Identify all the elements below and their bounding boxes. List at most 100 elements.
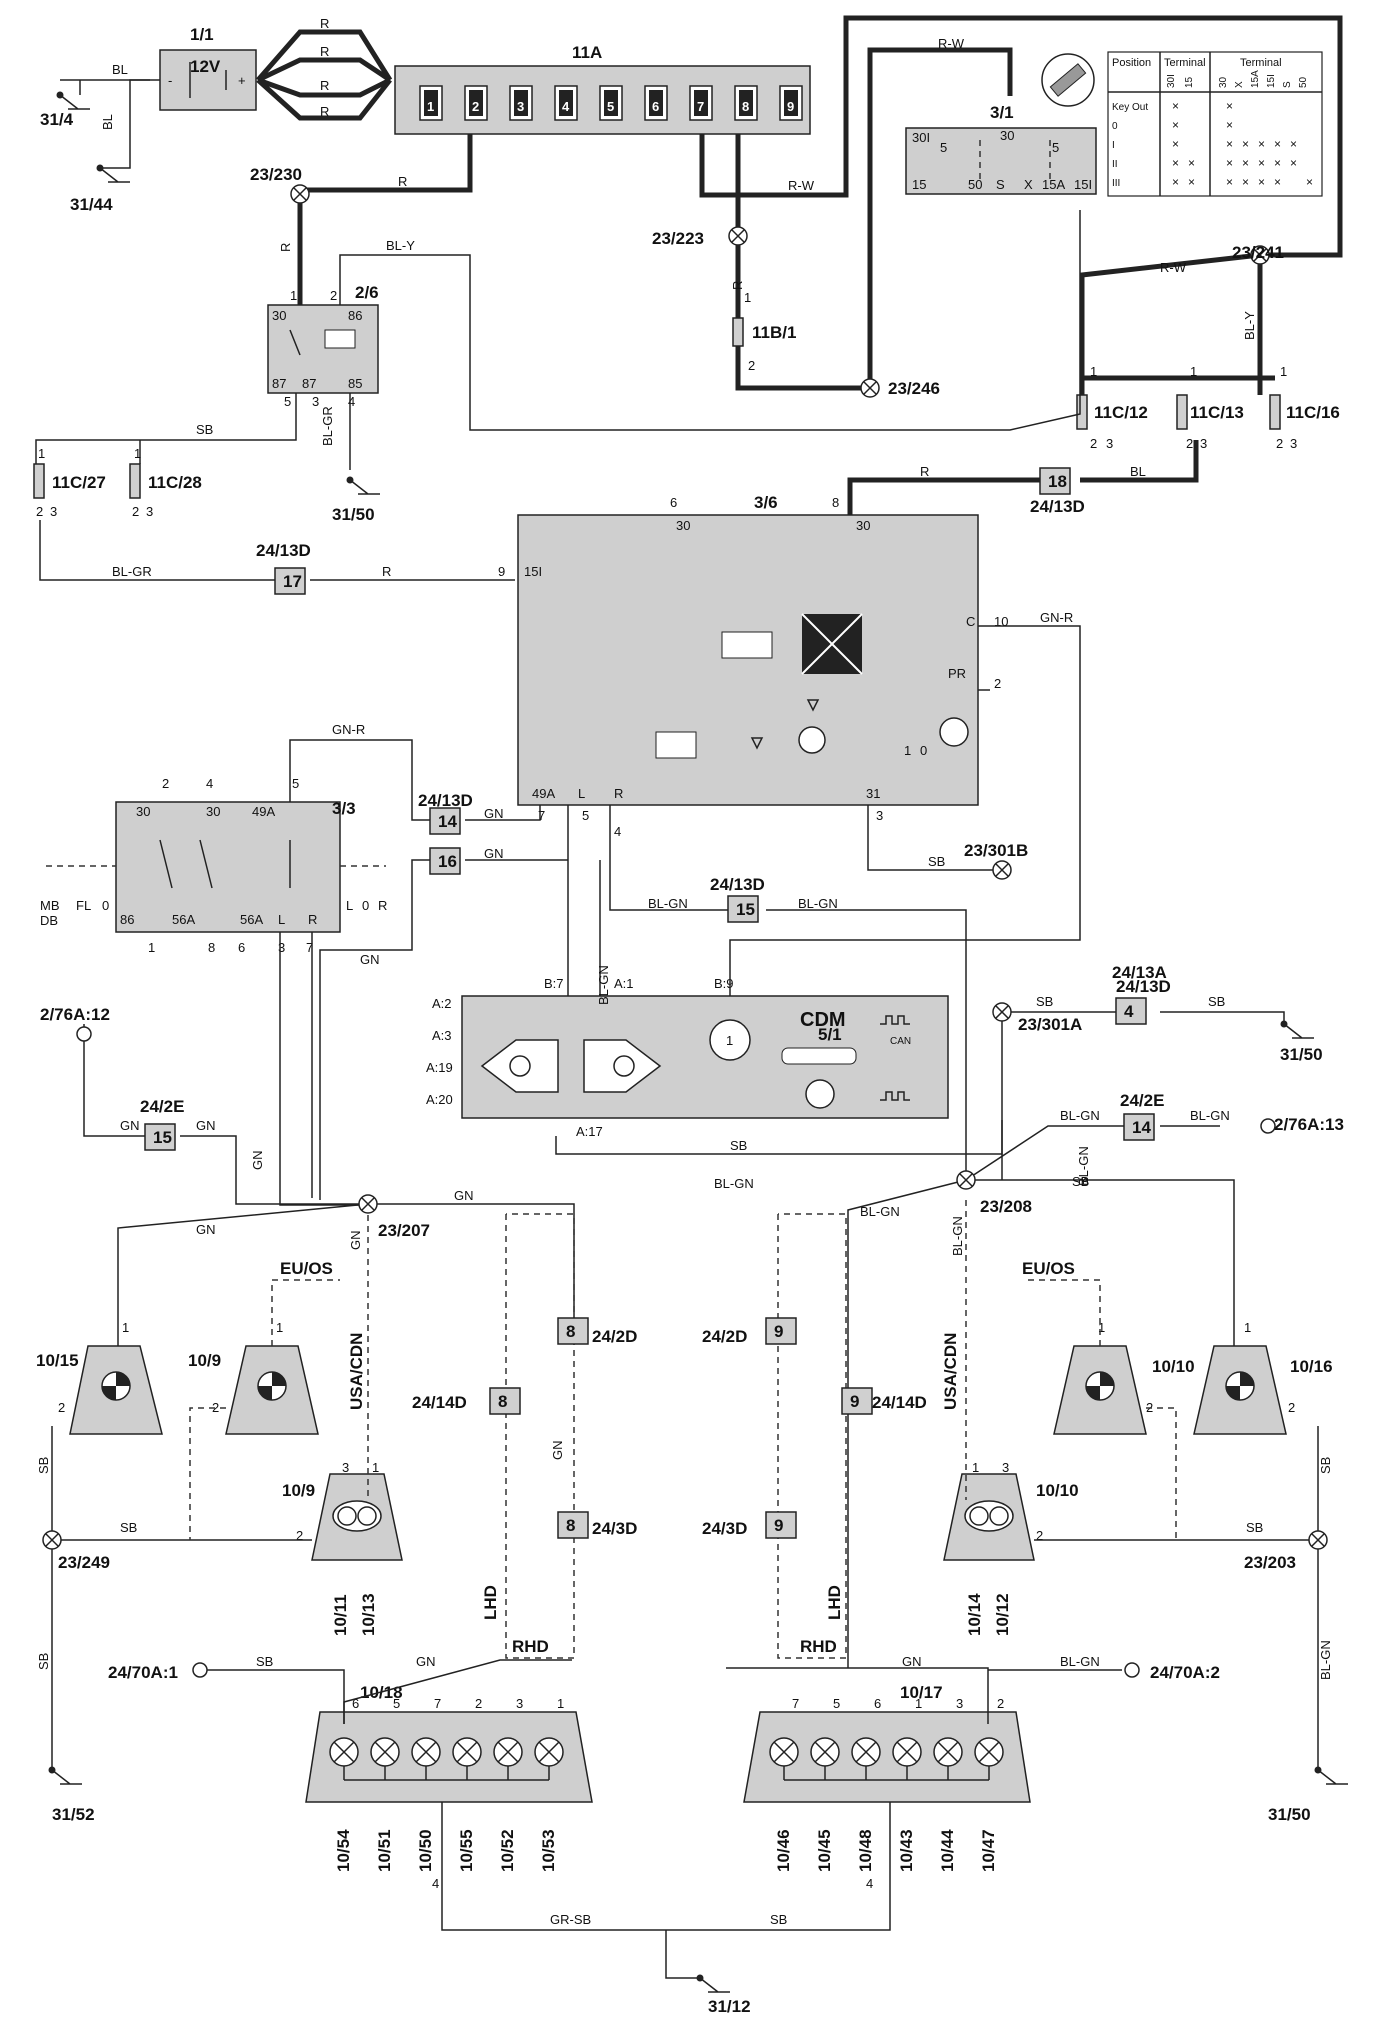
wire-color-label: GN	[484, 846, 504, 861]
wire-color-label: BL-GN	[1190, 1108, 1230, 1123]
rear-bulb-cross	[333, 1741, 355, 1763]
relay-pin-2: 2	[330, 288, 337, 303]
rear-bulb-icon	[810, 1737, 840, 1780]
relay-pin-30: 30	[272, 308, 286, 323]
fuse-11c-16: 11C/16	[1286, 403, 1340, 422]
connector-box	[841, 1387, 873, 1415]
ground-label: 31/12	[708, 1997, 751, 2016]
table-mark: ×	[1226, 137, 1233, 151]
fuse-pin-label: 2	[36, 504, 43, 519]
table-col-b: X	[1234, 81, 1245, 88]
rear-lamp-label: 10/50	[416, 1829, 435, 1872]
rear-bulb-icon	[892, 1737, 922, 1780]
lamp-10-9a: 10/9	[188, 1351, 221, 1370]
ignition-switch: 3/1 30I 30 5 5 15 50 S X 15A 15I	[905, 53, 1097, 195]
wire-color-label: R-W	[938, 36, 965, 51]
connector-box	[429, 807, 461, 835]
junction-label: 23/207	[378, 1221, 430, 1240]
wire-color-label: BL-GN	[596, 965, 611, 1005]
junction	[42, 1530, 62, 1550]
junction	[1308, 1530, 1328, 1550]
reference-terminal	[192, 1662, 208, 1678]
switch-side-db: DB	[40, 913, 58, 928]
connector-box-label: 18	[1048, 472, 1067, 491]
cdm-pin-b9: B:9	[714, 976, 734, 991]
lamp-pin: 3	[342, 1460, 349, 1475]
cdm-bus-icon	[781, 1047, 857, 1065]
rear-lamp-pin: 5	[833, 1696, 840, 1711]
fuse-number: 6	[652, 99, 659, 114]
cdm-can-label: CAN	[890, 1036, 911, 1047]
headlamp-icon	[257, 1371, 287, 1401]
table-mark: ×	[1242, 156, 1249, 170]
connector-box-label: 14	[1132, 1118, 1151, 1137]
rear-lamp-pin: 7	[792, 1696, 799, 1711]
table-mark: ×	[1188, 175, 1195, 189]
rear-lamp-right: 10/17 710/46510/45610/48110/43310/44210/…	[743, 1683, 1031, 1891]
ign-x: X	[1024, 177, 1033, 192]
connector-box	[1039, 467, 1071, 495]
junction-label: 23/249	[58, 1553, 110, 1572]
ign-50: 50	[968, 177, 982, 192]
rear-lamp-pin: 2	[997, 1696, 1004, 1711]
fuse-pin-label: 1	[1190, 364, 1197, 379]
reference-label: 24/2E	[1120, 1091, 1164, 1110]
lamp-pin: 2	[212, 1400, 219, 1415]
table-mark: ×	[1274, 137, 1281, 151]
lamp-pin: 2	[1036, 1528, 1043, 1543]
switch-pin-7: 7	[306, 940, 313, 955]
ground-symbol	[1314, 1766, 1348, 1785]
wire-color-label: GN	[348, 1231, 363, 1251]
rear-lamp-label: 10/52	[498, 1829, 517, 1872]
reference-label: 24/2D	[592, 1327, 637, 1346]
switch-pin-1: 1	[148, 940, 155, 955]
table-mark: ×	[1226, 99, 1233, 113]
ground-mark	[51, 1769, 82, 1785]
wire-color-label: GN	[902, 1654, 922, 1669]
rear-bulb-cross	[538, 1741, 560, 1763]
fuse-pin-label: 3	[146, 504, 153, 519]
module-pin-30b: 30	[856, 518, 870, 533]
cdm-name: CDM	[800, 1009, 846, 1031]
headlamp-icon	[101, 1371, 131, 1401]
table-col-b: 30	[1218, 76, 1229, 88]
connector-box-label: 4	[1124, 1002, 1134, 1021]
relay-pin-3: 3	[312, 394, 319, 409]
table-row-label: II	[1112, 159, 1118, 170]
connector-box-label: 15	[736, 900, 755, 919]
switch-side-0: 0	[102, 898, 109, 913]
wire-color-label: BL	[112, 62, 128, 77]
table-col-a: 30I	[1166, 74, 1177, 88]
cdm-pin-a19: A:19	[426, 1060, 453, 1075]
rear-bulb-icon	[974, 1737, 1004, 1780]
table-mark: ×	[1172, 156, 1179, 170]
rear-bulb-icon	[534, 1737, 564, 1780]
reference-terminal	[76, 1026, 92, 1042]
wire-color-label: SB	[1318, 1457, 1333, 1474]
rear-bulb-icon	[370, 1737, 400, 1780]
switch-pin-56a-a: 56A	[172, 912, 195, 927]
table-mark: ×	[1306, 175, 1313, 189]
ign-30i: 30I	[912, 130, 930, 145]
connector-box	[727, 895, 759, 923]
junction-cross	[959, 1173, 973, 1187]
table-col-a: 15	[1184, 76, 1195, 88]
fuses-11c: 11C/27 11C/28 11C/12 11C/13 11C/16 11B/1	[33, 317, 1340, 499]
reference-label: 24/13D	[710, 875, 765, 894]
battery-ground-wire	[60, 79, 160, 95]
rear-bulb-cross	[978, 1741, 1000, 1763]
junction	[860, 378, 880, 398]
wire-color-label: SB	[120, 1520, 137, 1535]
fuse-pin-label: 3	[50, 504, 57, 519]
lamp-pin: 3	[1002, 1460, 1009, 1475]
reference-label: 24/2E	[140, 1097, 184, 1116]
wire-color-label: BL	[1130, 464, 1146, 479]
junction-cross	[731, 229, 745, 243]
switch-side-l: L	[346, 898, 353, 913]
fuse-element	[604, 90, 618, 116]
ign-5a: 5	[940, 140, 947, 155]
rear-lamp-pin: 3	[956, 1696, 963, 1711]
